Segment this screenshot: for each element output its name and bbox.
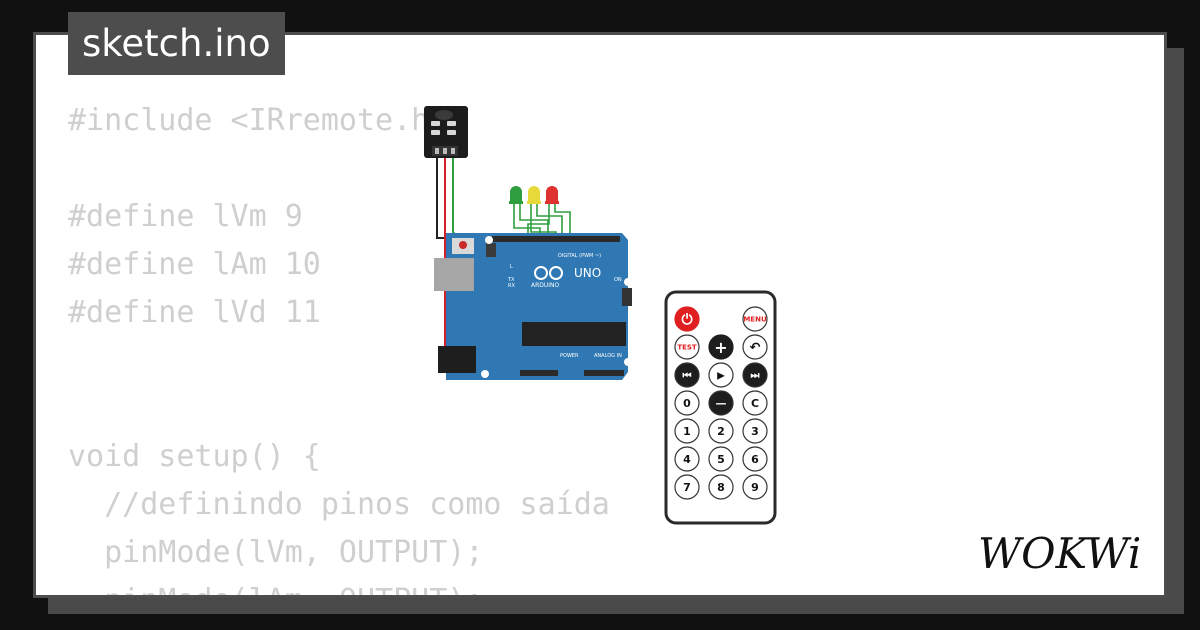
analog-header [584, 370, 624, 376]
digit-9-button[interactable]: 9 [742, 474, 768, 500]
power-button-label: ⏻ [681, 312, 692, 328]
code-line: #include <IRremote.h> [68, 103, 448, 138]
remote-buttons: ⏻ MENU TEST + ↶ ⏮ ▶ ⏭ 0 — C 1 2 3 4 5 6 7 8 9 [674, 306, 768, 500]
led[interactable] [545, 186, 559, 204]
ir-receiver[interactable] [424, 106, 468, 158]
code-line: #define lVm 9 [68, 199, 303, 234]
analog-label: ANALOG IN [594, 353, 622, 359]
back-button[interactable]: ↶ [742, 334, 768, 360]
digit-3-button-label: 3 [751, 425, 759, 438]
wokwi-logo: WOKWi [978, 529, 1141, 574]
digit-6-button[interactable]: 6 [742, 446, 768, 472]
digit-1-button[interactable]: 1 [674, 418, 700, 444]
led-wires [513, 203, 571, 238]
code-line: //definindo pinos como saída [68, 487, 610, 522]
digit-2-button[interactable]: 2 [708, 418, 734, 444]
minus-button-label: — [716, 397, 727, 410]
digit-8-button[interactable]: 8 [708, 474, 734, 500]
l-label: L [510, 264, 513, 270]
wokwi-logo-text: WOKWi [978, 529, 1141, 574]
test-button-label: TEST [677, 344, 697, 352]
arduino-uno-board[interactable]: DIGITAL (PWM ~) UNO ARDUINO POWER ANALOG… [434, 233, 632, 380]
previous-button[interactable]: ⏮ [674, 362, 700, 388]
code-line: void setup() { [68, 439, 321, 474]
digit-6-button-label: 6 [751, 453, 759, 466]
digital-label: DIGITAL (PWM ~) [558, 253, 601, 259]
led-group [509, 186, 559, 204]
digit-3-button[interactable]: 3 [742, 418, 768, 444]
power-label: POWER [560, 353, 579, 359]
digit-0-button-label: 0 [683, 397, 691, 410]
arduino-infinity-icon [534, 266, 563, 280]
digit-7-button[interactable]: 7 [674, 474, 700, 500]
power-jack [438, 346, 476, 373]
digit-1-button-label: 1 [683, 425, 691, 438]
plus-button[interactable]: + [708, 334, 734, 360]
digit-4-button[interactable]: 4 [674, 446, 700, 472]
tx-label: TX [507, 277, 515, 283]
reset-button-icon [459, 241, 467, 249]
previous-button-label: ⏮ [683, 371, 692, 382]
code-line: pinMode(lAm, OUTPUT); [68, 577, 610, 595]
digit-5-button-label: 5 [717, 453, 725, 466]
led[interactable] [527, 186, 541, 204]
rx-label: RX [508, 283, 515, 289]
arduino-brand-text: ARDUINO [531, 282, 560, 289]
next-button-label: ⏭ [751, 371, 760, 382]
digit-8-button-label: 8 [717, 481, 725, 494]
digit-2-button-label: 2 [717, 425, 725, 438]
on-label: ON [614, 277, 622, 283]
digit-7-button-label: 7 [683, 481, 691, 494]
power-header [520, 370, 558, 376]
play-button-label: ▶ [717, 371, 725, 382]
menu-button-label: MENU [743, 316, 767, 324]
digit-0-button[interactable]: 0 [674, 390, 700, 416]
clear-button[interactable]: C [742, 390, 768, 416]
back-button-label: ↶ [750, 341, 761, 356]
code-editor: #include <IRremote.h> #define lVm 9 #defin… [68, 97, 610, 595]
microcontroller-chip [522, 322, 626, 346]
digit-5-button[interactable]: 5 [708, 446, 734, 472]
digit-9-button-label: 9 [751, 481, 759, 494]
plus-button-label: + [714, 338, 727, 357]
play-button[interactable]: ▶ [708, 362, 734, 388]
code-line: pinMode(lVm, OUTPUT); [68, 535, 484, 570]
led[interactable] [509, 186, 523, 204]
code-line: #define lAm 10 [68, 247, 321, 282]
digital-header [492, 236, 620, 242]
test-button[interactable]: TEST [674, 334, 700, 360]
digit-4-button-label: 4 [683, 453, 691, 466]
usb-port [434, 258, 474, 291]
menu-button[interactable]: MENU [742, 306, 768, 332]
file-tab[interactable]: sketch.ino [68, 12, 285, 75]
clear-button-label: C [751, 397, 759, 410]
code-line: #define lVd 11 [68, 295, 321, 330]
power-button[interactable]: ⏻ [674, 306, 700, 332]
uno-logo-text: UNO [574, 266, 601, 280]
next-button[interactable]: ⏭ [742, 362, 768, 388]
minus-button[interactable]: — [708, 390, 734, 416]
